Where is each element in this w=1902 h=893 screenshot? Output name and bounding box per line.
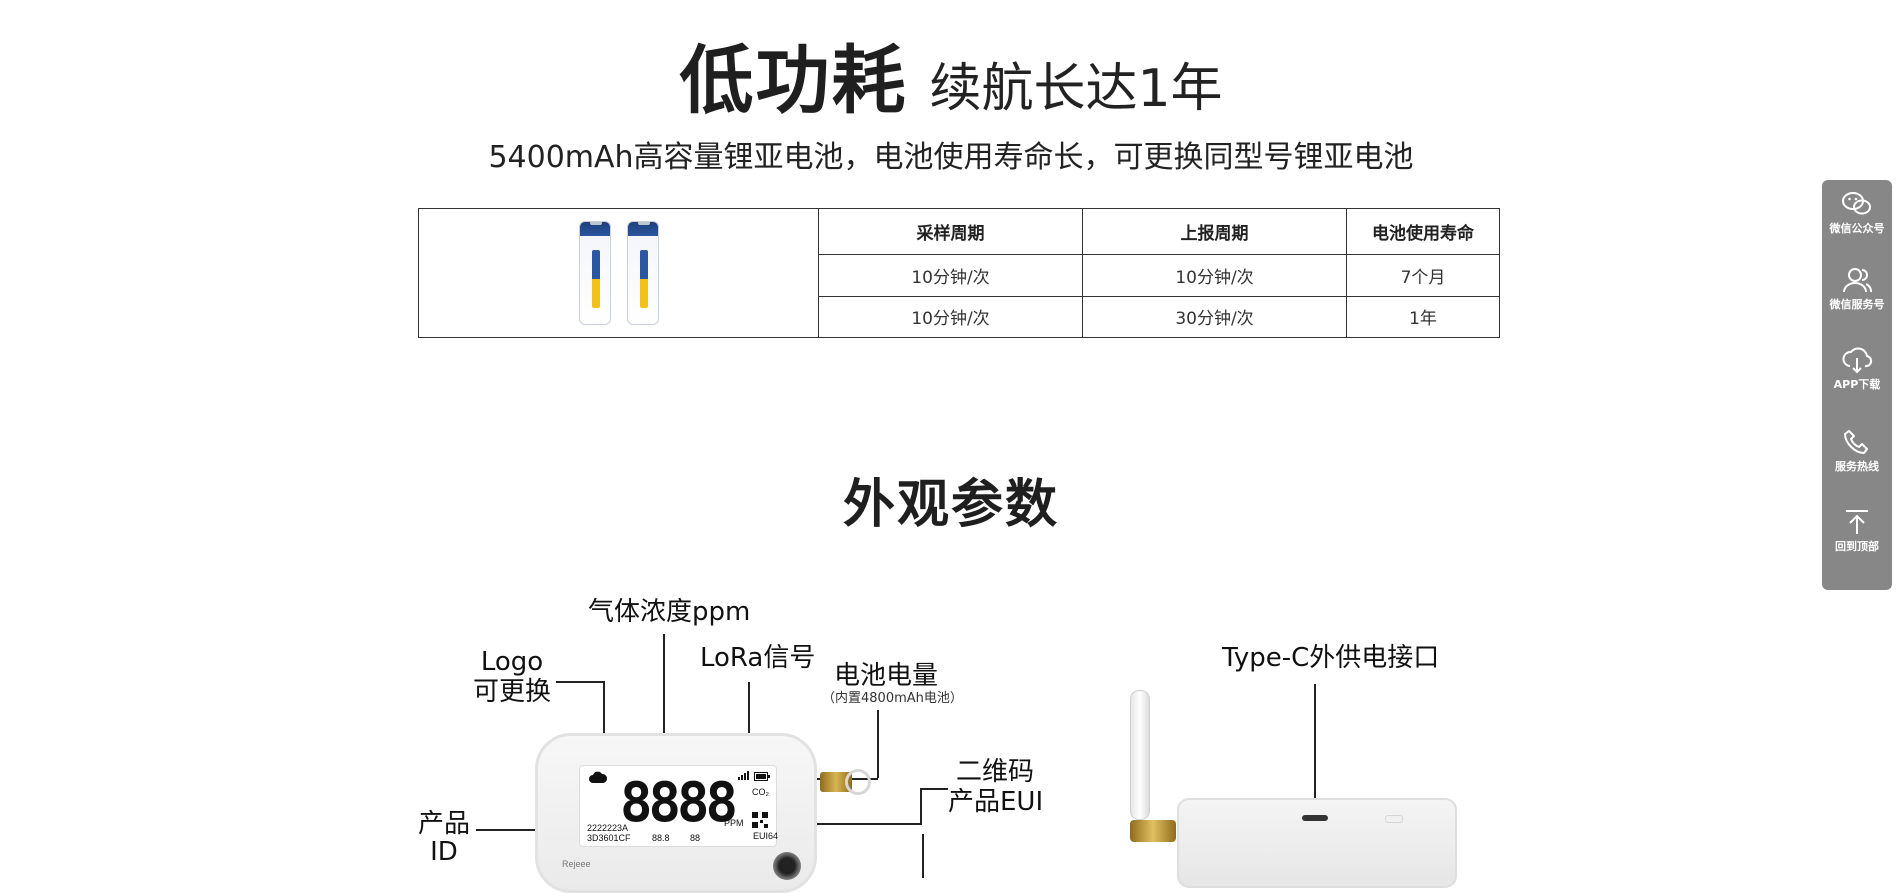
leader-line <box>748 682 750 776</box>
screen-digits: 8888 <box>620 771 738 834</box>
table-cell: 10分钟/次 <box>1083 255 1347 296</box>
screen-hum: 88 <box>690 833 701 843</box>
label-qr-code: 二维码 <box>956 757 1035 787</box>
leader-line <box>922 834 924 878</box>
sidebar-item-label: 服务热线 <box>1835 460 1879 473</box>
screen-eui-tag: EUI64 <box>753 831 779 841</box>
label-battery-note: （内置4800mAh电池） <box>822 691 963 706</box>
table-cell: 10分钟/次 <box>819 255 1083 296</box>
gateway-indicator <box>1385 815 1403 823</box>
leader-line <box>556 681 604 683</box>
sensor-knob <box>773 852 801 880</box>
sidebar-item-wechat-service[interactable]: 微信服务号 <box>1822 266 1892 312</box>
leader-line <box>1314 684 1316 814</box>
screen-temp: 88.8 <box>652 833 670 843</box>
leader-line <box>920 788 922 824</box>
phone-icon <box>1844 430 1868 454</box>
table-row: 10分钟/次 30分钟/次 1年 <box>819 296 1499 337</box>
battery-image <box>627 221 659 325</box>
label-battery-level: 电池电量 <box>834 661 939 691</box>
screen-co2: CO₂ <box>752 787 769 797</box>
wechat-icon <box>1842 192 1871 215</box>
battery-image-cell <box>419 209 819 337</box>
signal-bars-icon <box>738 771 749 780</box>
label-logo: Logo <box>480 647 544 677</box>
table-header-row: 采样周期 上报周期 电池使用寿命 <box>819 209 1499 256</box>
table-header-cell: 电池使用寿命 <box>1372 224 1474 245</box>
label-logo-replace: 可更换 <box>472 677 551 707</box>
sidebar-item-label: 微信公众号 <box>1829 222 1885 235</box>
gateway-device-image <box>1177 798 1457 888</box>
hero-title-strong: 低功耗 <box>679 38 908 124</box>
section-title: 外观参数 <box>842 475 1059 535</box>
leader-line <box>603 681 605 761</box>
battery-level-icon <box>754 772 770 781</box>
table-header-cell: 上报周期 <box>1083 209 1347 255</box>
sidebar-item-label: APP下载 <box>1833 378 1881 391</box>
label-id: ID <box>430 837 458 867</box>
table-cell: 30分钟/次 <box>1083 296 1347 337</box>
sensor-antenna-connector <box>820 772 852 792</box>
label-typec-port: Type-C外供电接口 <box>1222 643 1440 673</box>
users-icon <box>1843 268 1872 293</box>
cloud-download-icon <box>1842 347 1873 374</box>
screen-id-line2: 3D3601CF <box>587 833 631 843</box>
label-product: 产品 <box>417 809 470 839</box>
table-row: 10分钟/次 10分钟/次 7个月 <box>819 255 1499 297</box>
qr-code-icon <box>752 812 768 828</box>
table-cell: 1年 <box>1409 309 1437 330</box>
label-product-eui: 产品EUI <box>948 787 1044 817</box>
battery-spec-table: 采样周期 上报周期 电池使用寿命 10分钟/次 10分钟/次 7个月 10分钟/… <box>418 208 1500 338</box>
hero-subtitle: 5400mAh高容量锂亚电池，电池使用寿命长，可更换同型号锂亚电池 <box>488 140 1414 175</box>
table-cell: 7个月 <box>1400 267 1446 288</box>
sidebar-item-hotline[interactable]: 服务热线 <box>1822 428 1892 474</box>
label-gas-ppm: 气体浓度ppm <box>588 597 751 627</box>
screen-ppm: PPM <box>724 818 744 828</box>
back-to-top-icon <box>1846 510 1868 534</box>
sidebar-item-back-to-top[interactable]: 回到顶部 <box>1822 508 1892 554</box>
sidebar-item-label: 回到顶部 <box>1835 540 1879 553</box>
sensor-antenna-ring <box>845 769 871 795</box>
gateway-antenna-connector <box>1130 820 1176 842</box>
leader-line <box>663 634 665 784</box>
sidebar-item-wechat-official[interactable]: 微信公众号 <box>1822 190 1892 236</box>
typec-port <box>1302 815 1328 821</box>
cloud-logo-icon <box>589 771 608 783</box>
leader-line <box>766 823 922 825</box>
label-lora-signal: LoRa信号 <box>700 643 816 673</box>
leader-line <box>920 788 948 790</box>
gateway-antenna <box>1130 690 1150 820</box>
leader-line <box>476 829 588 831</box>
leader-line <box>877 710 879 778</box>
hero-title-light: 续航长达1年 <box>929 59 1223 119</box>
screen-id-line1: 2222223A <box>587 823 629 833</box>
sidebar-item-label: 微信服务号 <box>1829 298 1885 311</box>
table-header-cell: 采样周期 <box>819 209 1083 255</box>
sidebar-item-app-download[interactable]: APP下载 <box>1822 346 1892 392</box>
floating-sidebar: 微信公众号 微信服务号 APP下载 服务热线 回到顶部 <box>1822 180 1892 590</box>
table-cell: 10分钟/次 <box>819 296 1083 337</box>
hero-title: 低功耗续航长达1年 <box>0 44 1902 118</box>
battery-image <box>579 221 611 325</box>
sensor-brand: Rejeee <box>562 859 591 869</box>
